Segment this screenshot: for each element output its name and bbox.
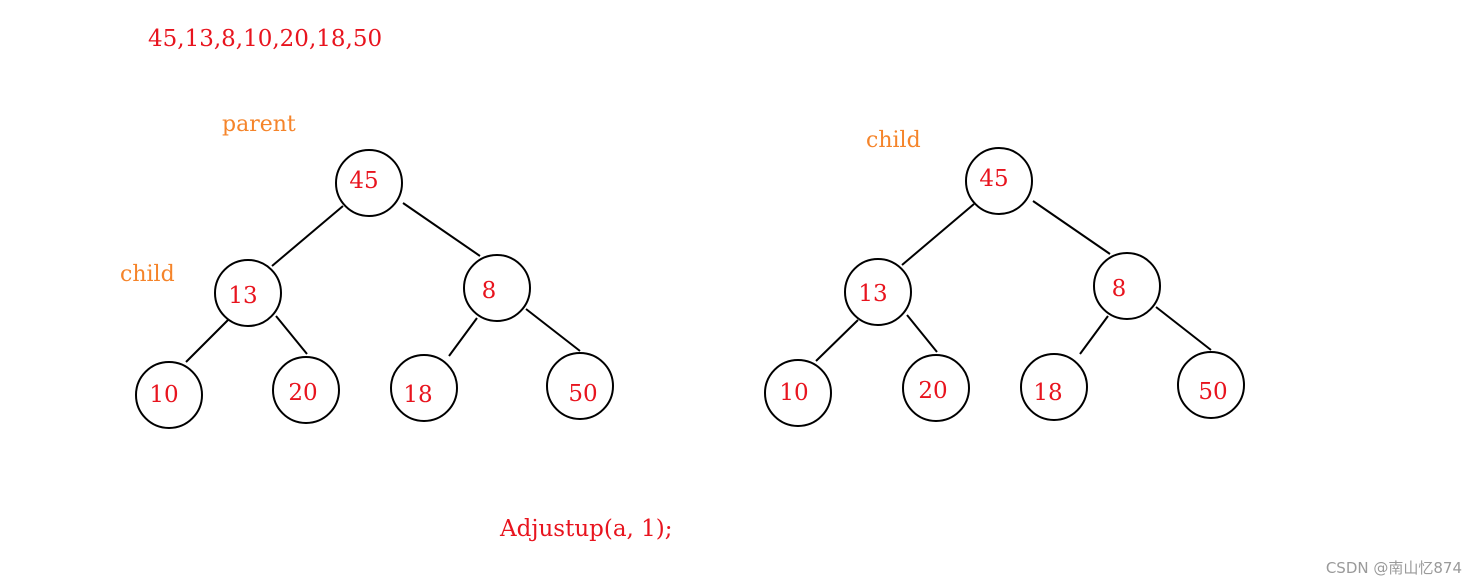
tree-node	[965, 147, 1033, 215]
tree-node	[463, 254, 531, 322]
edge-45-13	[901, 203, 975, 266]
tree-node	[546, 352, 614, 420]
tree-node	[135, 361, 203, 429]
node-label: 45	[979, 166, 1008, 192]
edge-8-50	[525, 308, 581, 352]
edge-13-20	[906, 314, 938, 353]
node-label: 45	[349, 168, 378, 194]
tree-node	[390, 354, 458, 422]
node-label: 13	[228, 283, 257, 309]
tree-node	[1177, 351, 1245, 419]
right-tree-nodes	[764, 147, 1245, 427]
watermark: CSDN @南山忆874	[1325, 559, 1462, 577]
node-label: 20	[918, 378, 947, 404]
node-label: 50	[1198, 379, 1227, 405]
tree-node	[1093, 252, 1161, 320]
node-label: 13	[858, 281, 887, 307]
edge-8-18	[1079, 315, 1109, 355]
edge-13-10	[185, 319, 229, 363]
node-label: 18	[1033, 380, 1062, 406]
left-parent-annotation: parent	[222, 112, 296, 137]
tree-node	[1020, 353, 1088, 421]
node-label: 8	[1112, 276, 1127, 302]
left-child-annotation: child	[120, 262, 175, 287]
tree-node	[272, 356, 340, 424]
edge-13-20	[275, 315, 308, 355]
right-tree-labels: 45 13 8 10 20 18 50	[779, 166, 1227, 406]
sequence-text: 45,13,8,10,20,18,50	[148, 26, 383, 52]
edge-45-8	[1032, 200, 1111, 255]
tree-node	[214, 259, 282, 327]
left-tree-edges	[185, 202, 581, 363]
left-tree-labels: 45 13 8 10 20 18 50	[149, 168, 597, 408]
right-child-annotation: child	[866, 128, 921, 153]
edge-45-8	[402, 202, 481, 257]
left-tree-nodes	[135, 149, 614, 429]
tree-node	[335, 149, 403, 217]
tree-node	[844, 258, 912, 326]
edge-45-13	[271, 205, 344, 267]
adjustup-call-text: Adjustup(a, 1);	[500, 516, 673, 542]
node-label: 18	[403, 382, 432, 408]
node-label: 10	[149, 382, 178, 408]
node-label: 20	[288, 380, 317, 406]
tree-node	[902, 354, 970, 422]
edge-8-50	[1155, 306, 1212, 351]
right-tree-edges	[815, 200, 1212, 362]
tree-node	[764, 359, 832, 427]
node-label: 10	[779, 380, 808, 406]
node-label: 8	[482, 278, 497, 304]
edge-13-10	[815, 319, 859, 362]
node-label: 50	[568, 381, 597, 407]
edge-8-18	[448, 317, 478, 357]
